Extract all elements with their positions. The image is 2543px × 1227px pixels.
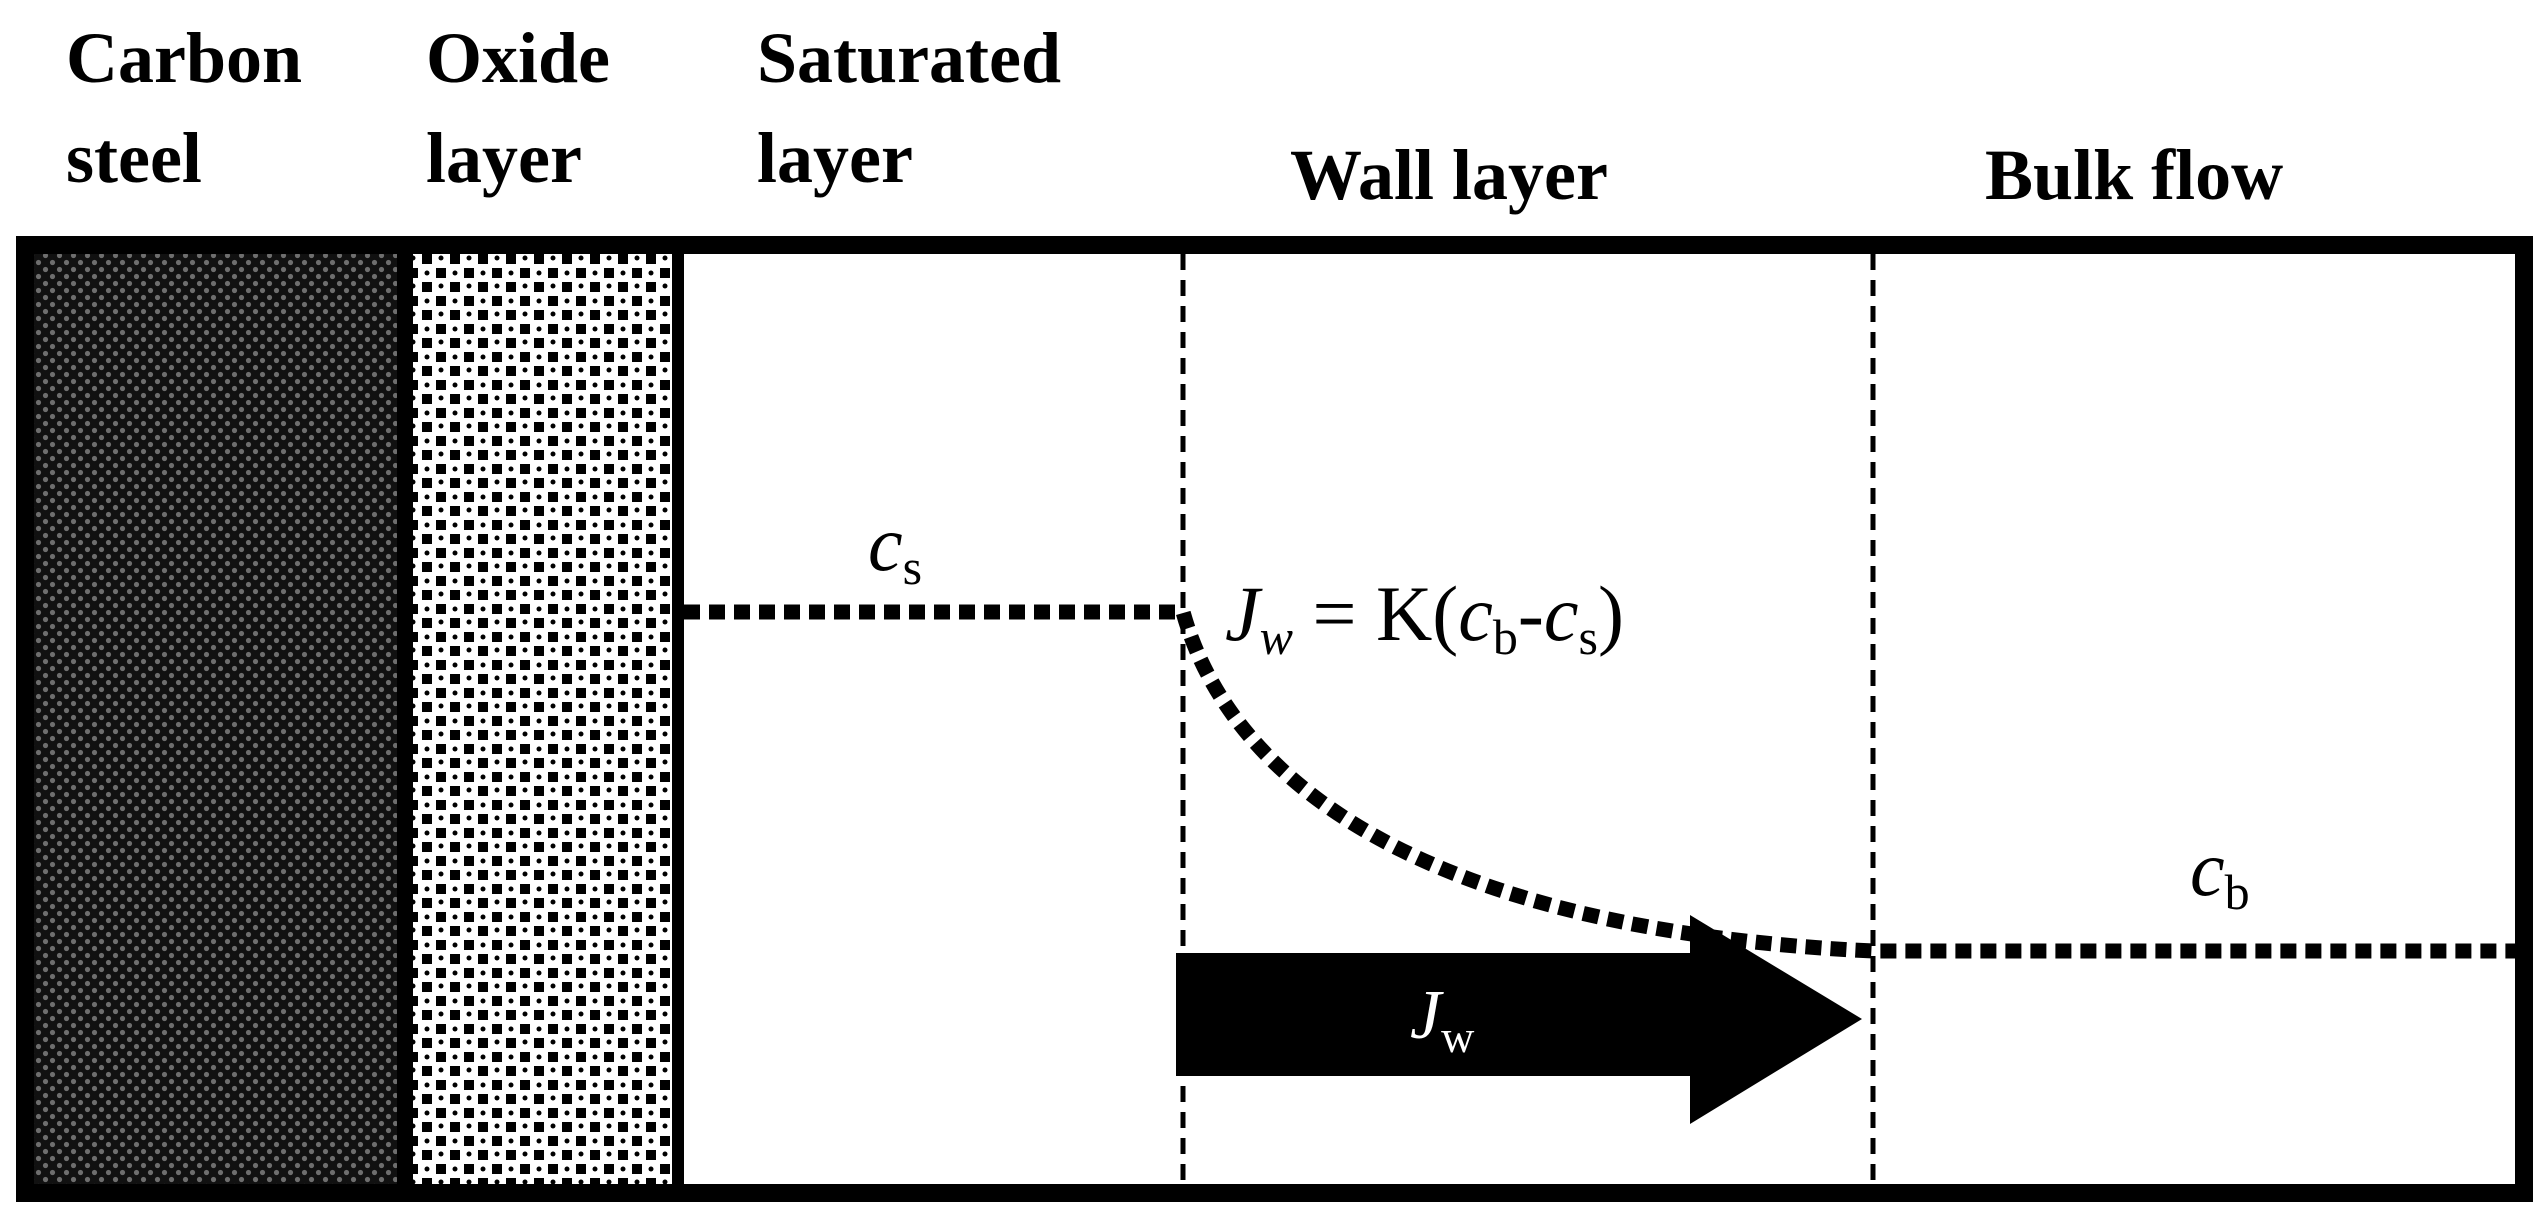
header-wall-layer-text: Wall layer — [1290, 135, 1608, 215]
cb-subscript: b — [2225, 864, 2250, 920]
equation-equals-k: = K( — [1293, 570, 1458, 657]
header-oxide-layer-line2: layer — [426, 118, 582, 198]
equation-j-sub: w — [1260, 609, 1293, 665]
header-saturated-layer-line1: Saturated — [757, 18, 1061, 98]
cs-label: cs — [868, 500, 922, 595]
cs-symbol: c — [868, 500, 903, 587]
equation-j: J — [1225, 570, 1263, 657]
equation-cb: c — [1458, 570, 1493, 657]
equation-cs: c — [1544, 570, 1579, 657]
flux-equation: Jw = K(cb-cs) — [1225, 570, 1624, 665]
header-carbon-steel-line1: Carbon — [66, 18, 303, 98]
flux-arrow — [1176, 915, 1862, 1124]
carbon-steel-region — [25, 245, 405, 1193]
header-oxide-layer-line1: Oxide — [426, 18, 611, 98]
header-carbon-steel: Carbon steel — [66, 8, 302, 208]
equation-dash: - — [1518, 570, 1544, 657]
equation-cb-sub: b — [1493, 609, 1518, 665]
cb-label: cb — [2190, 825, 2250, 920]
header-bulk-flow-text: Bulk flow — [1985, 135, 2284, 215]
flux-arrow-symbol: J — [1410, 977, 1444, 1054]
header-carbon-steel-line2: steel — [66, 118, 202, 198]
flux-arrow-label: Jw — [1410, 977, 1475, 1062]
equation-close: ) — [1598, 570, 1624, 657]
header-saturated-layer: Saturated layer — [757, 8, 1061, 208]
outer-frame — [16, 236, 2533, 1202]
equation-cs-sub: s — [1579, 609, 1598, 665]
header-saturated-layer-line2: layer — [757, 118, 913, 198]
header-oxide-layer: Oxide layer — [426, 8, 610, 208]
header-wall-layer: Wall layer — [1290, 125, 1608, 225]
cs-subscript: s — [903, 539, 922, 595]
flux-arrow-subscript: w — [1441, 1011, 1475, 1062]
cb-symbol: c — [2190, 825, 2225, 912]
header-bulk-flow: Bulk flow — [1985, 125, 2283, 225]
oxide-layer-region — [405, 245, 678, 1193]
